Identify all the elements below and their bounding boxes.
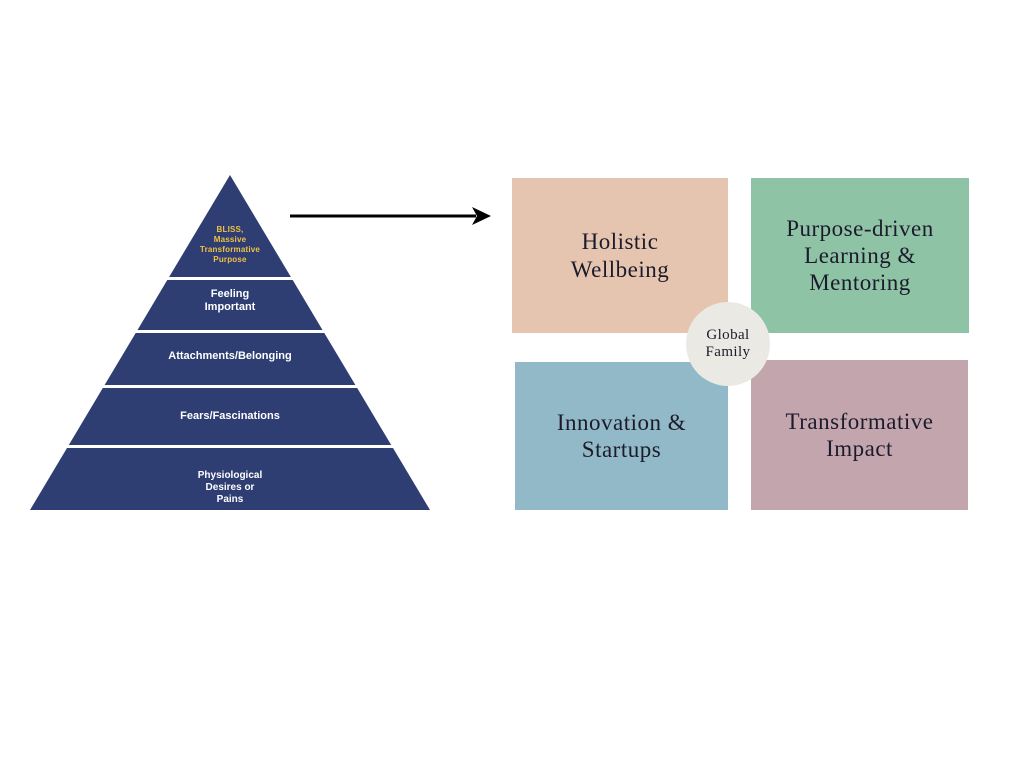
pyramid-level-4-shape — [68, 388, 392, 445]
pyramid-label-bliss: BLISS, Massive Transformative Purpose — [199, 225, 261, 264]
arrow-right-icon — [290, 207, 491, 225]
pyramid-label-physiological: Physiological Desires or Pains — [197, 470, 263, 505]
pyramid-label-attachments: Attachments/Belonging — [168, 350, 292, 362]
pyramid-shapes — [30, 175, 430, 510]
pyramid-level-1-shape — [169, 175, 291, 277]
quadrant-label: Innovation & Startups — [556, 409, 687, 462]
pyramid-label-fears: Fears/Fascinations — [180, 410, 280, 422]
pyramid-level-2-shape — [137, 280, 323, 330]
center-badge-global-family: Global Family — [686, 302, 770, 386]
needs-pyramid: BLISS, Massive Transformative Purpose Fe… — [30, 175, 430, 510]
quadrant-holistic-wellbeing: Holistic Wellbeing — [512, 178, 728, 333]
center-badge-label: Global Family — [705, 326, 751, 360]
quadrant-label: Holistic Wellbeing — [570, 229, 670, 282]
pyramid-level-5-shape — [30, 448, 430, 510]
pyramid-level-3-shape — [104, 333, 356, 385]
quadrant-innovation-startups: Innovation & Startups — [515, 362, 728, 510]
quadrant-purpose-driven-learning: Purpose-driven Learning & Mentoring — [751, 178, 969, 333]
pyramid-label-feeling-important: Feeling Important — [204, 288, 256, 314]
quadrant-transformative-impact: Transformative Impact — [751, 360, 968, 510]
quadrant-label: Transformative Impact — [785, 408, 934, 461]
quadrant-label: Purpose-driven Learning & Mentoring — [786, 215, 934, 296]
